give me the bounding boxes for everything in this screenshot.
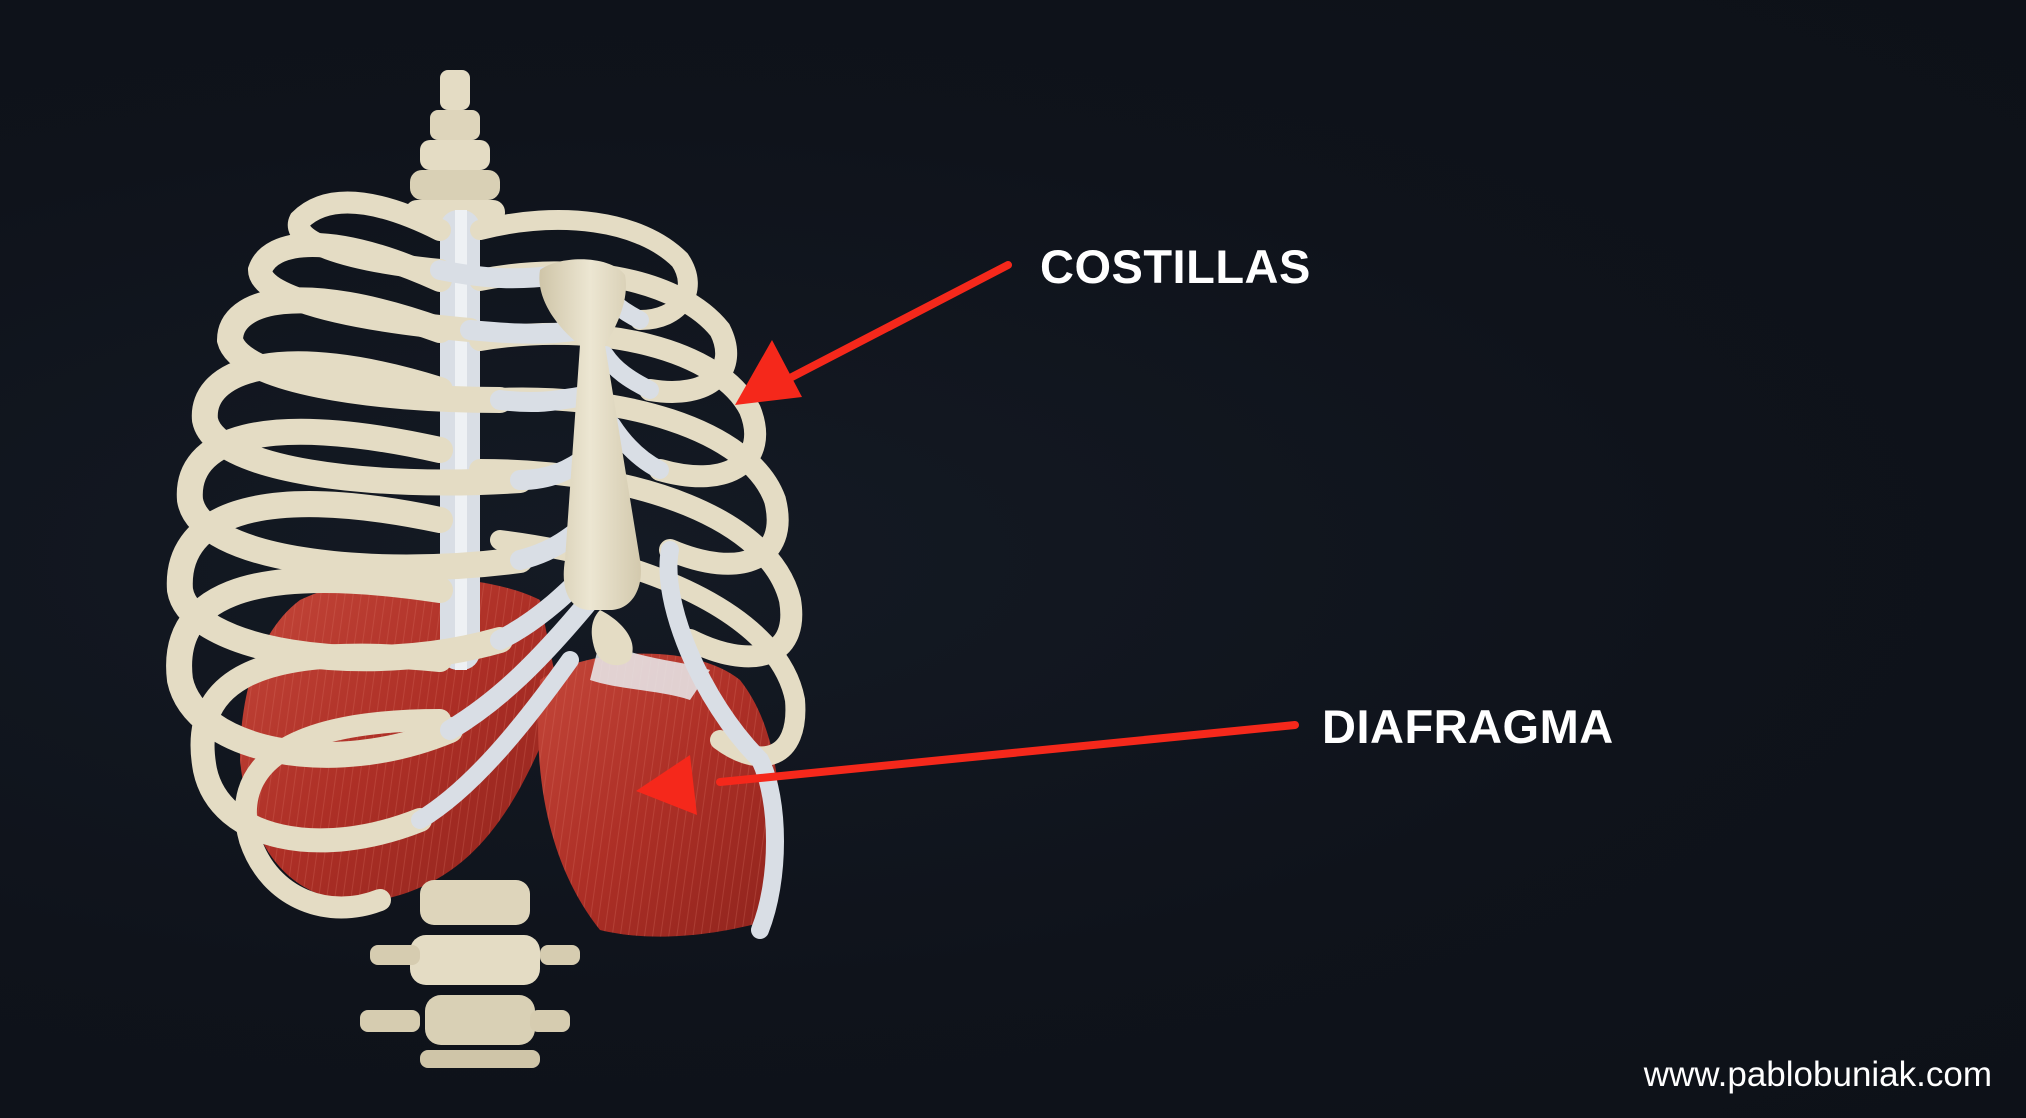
- arrow-diaphragm: [636, 721, 1299, 815]
- ribs: [166, 191, 806, 939]
- watermark-url: www.pablobuniak.com: [1643, 1055, 1992, 1094]
- sternum: [539, 259, 641, 666]
- arrow-ribs: [735, 261, 1012, 405]
- label-ribs: COSTILLAS: [1040, 240, 1311, 293]
- label-diaphragm: DIAFRAGMA: [1322, 700, 1614, 753]
